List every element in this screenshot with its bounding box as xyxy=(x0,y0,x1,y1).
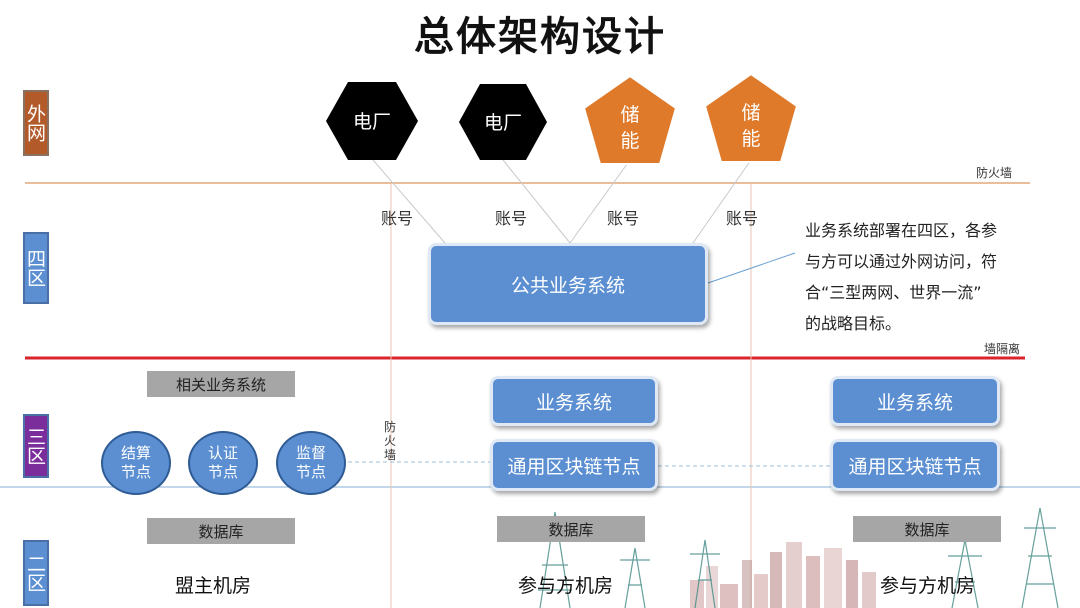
page-title: 总体架构设计 xyxy=(414,14,666,60)
zone-label-area3: 三区 xyxy=(23,414,49,478)
public-business-system-box: 公共业务系统 xyxy=(428,243,708,325)
storage-pentagon-2 xyxy=(703,72,799,163)
firewall-label-vertical: 防火墙 xyxy=(384,420,398,462)
note-line: 的战略目标。 xyxy=(805,314,902,333)
account-label-1: 账号 xyxy=(381,209,414,228)
zone-label-text: 三区 xyxy=(24,427,46,465)
node-label-line: 节点 xyxy=(295,463,326,481)
power-plant-label-2: 电厂 xyxy=(483,112,522,134)
participant-room-label-2: 参与方机房 xyxy=(880,575,976,597)
storage-pentagon-1 xyxy=(582,74,678,165)
node-label-line: 节点 xyxy=(207,463,238,481)
firewall-vertical-text: 防火墙 xyxy=(384,420,397,462)
storage-label-text: 储能 xyxy=(620,104,640,152)
note-line: 与方可以通过外网访问，符 xyxy=(805,252,998,271)
power-plant-hexagon-2 xyxy=(459,84,547,160)
note-pointer xyxy=(707,252,796,284)
storage-label-1: 储能 xyxy=(600,102,660,154)
database-box-3: 数据库 xyxy=(853,516,1001,542)
database-box-1: 数据库 xyxy=(147,518,295,544)
participant-room-label-1: 参与方机房 xyxy=(518,575,614,597)
firewall-label-top: 防火墙 xyxy=(976,166,1013,180)
note-line: 合“三型两网、世界一流” xyxy=(805,283,982,302)
settlement-node: 结算节点 xyxy=(101,431,171,495)
supervision-node: 监督节点 xyxy=(276,431,346,495)
related-systems-label: 相关业务系统 xyxy=(147,371,295,397)
power-plant-hexagon-1 xyxy=(326,82,418,160)
account-arrow-2 xyxy=(502,159,571,244)
blockchain-node-box-2: 通用区块链节点 xyxy=(830,439,1000,491)
account-arrow-4 xyxy=(692,159,752,244)
deployment-note: 业务系统部署在四区，各参 与方可以通过外网访问，符 合“三型两网、世界一流” 的… xyxy=(805,215,1050,339)
power-plant-label-1: 电厂 xyxy=(352,111,391,133)
account-arrow-3 xyxy=(569,159,631,244)
zone-label-text: 二区 xyxy=(24,554,46,592)
business-system-box-2: 业务系统 xyxy=(830,376,1000,426)
storage-label-2: 储能 xyxy=(721,100,781,152)
blockchain-node-box-1: 通用区块链节点 xyxy=(490,439,658,491)
node-label-line: 认证 xyxy=(207,444,238,462)
note-line: 业务系统部署在四区，各参 xyxy=(805,221,998,240)
node-label-line: 节点 xyxy=(120,463,151,481)
storage-label-text: 储能 xyxy=(741,102,761,150)
authentication-node: 认证节点 xyxy=(188,431,258,495)
account-label-4: 账号 xyxy=(726,209,759,228)
account-arrow-1 xyxy=(372,159,446,244)
wall-isolation-label: 墙隔离 xyxy=(984,342,1021,356)
zone-label-external: 外网 xyxy=(23,90,49,156)
zone-label-area2: 二区 xyxy=(23,540,49,606)
business-system-box-1: 业务系统 xyxy=(490,376,658,426)
zone-label-text: 外网 xyxy=(24,104,46,142)
account-label-3: 账号 xyxy=(607,209,640,228)
account-label-2: 账号 xyxy=(495,209,528,228)
zone-label-area4: 四区 xyxy=(23,232,49,304)
alliance-leader-room-label: 盟主机房 xyxy=(175,575,252,597)
node-label-line: 监督 xyxy=(295,444,326,462)
city-skyline-decoration xyxy=(690,542,876,608)
database-box-2: 数据库 xyxy=(497,516,645,542)
zone-label-text: 四区 xyxy=(24,249,46,287)
node-label-line: 结算 xyxy=(120,444,151,462)
